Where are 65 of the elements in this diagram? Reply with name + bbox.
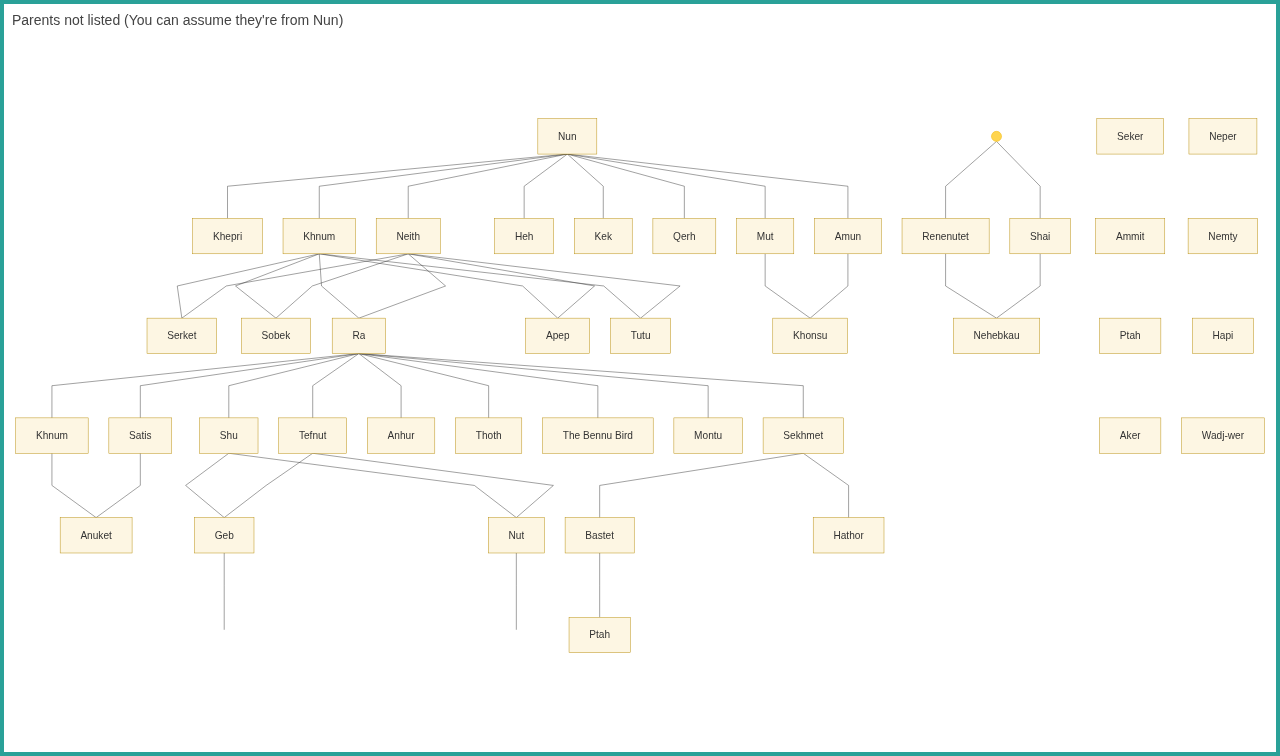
node-box: Khnum bbox=[15, 417, 89, 454]
node-box: Khonsu bbox=[772, 318, 848, 355]
node-box: Anhur bbox=[367, 417, 436, 454]
node-box: Shai bbox=[1009, 218, 1071, 255]
node-box: Hapi bbox=[1192, 318, 1254, 355]
connector bbox=[567, 154, 685, 219]
node-box: Ptah bbox=[1099, 318, 1162, 355]
connector bbox=[227, 154, 568, 219]
connector bbox=[358, 253, 446, 319]
node-box: Qerh bbox=[652, 218, 717, 255]
connector bbox=[567, 154, 766, 219]
connector bbox=[224, 453, 313, 519]
node-box: Seker bbox=[1096, 118, 1164, 155]
connector bbox=[319, 253, 360, 319]
connector bbox=[358, 353, 599, 419]
node-box: Sekhmet bbox=[762, 417, 844, 454]
node-box: Geb bbox=[194, 517, 255, 554]
connector bbox=[358, 353, 804, 419]
node-box: Nun bbox=[537, 118, 598, 155]
node-box: Ammit bbox=[1095, 218, 1165, 255]
node-box: Apep bbox=[525, 318, 590, 355]
connector bbox=[358, 353, 709, 419]
node-box: Sobek bbox=[241, 318, 311, 355]
node-box: Kek bbox=[574, 218, 633, 255]
connector bbox=[228, 353, 360, 419]
node-box: Satis bbox=[108, 417, 172, 454]
node-box: Montu bbox=[673, 417, 743, 454]
connector bbox=[140, 353, 360, 419]
node-box: Nemty bbox=[1187, 218, 1258, 255]
connector bbox=[523, 154, 568, 219]
node-box: Amun bbox=[814, 218, 882, 255]
connector bbox=[567, 154, 849, 219]
node-box: Neper bbox=[1188, 118, 1258, 155]
node-box: Ra bbox=[331, 318, 386, 355]
node-box: Serket bbox=[146, 318, 217, 355]
connector bbox=[51, 353, 360, 419]
node-box: Bastet bbox=[564, 517, 635, 554]
node-box: Tutu bbox=[610, 318, 671, 355]
node-box: Neith bbox=[375, 218, 441, 255]
node-box: Wadj-wer bbox=[1181, 417, 1265, 454]
node-box: Khepri bbox=[192, 218, 263, 255]
connector bbox=[408, 154, 568, 219]
connector bbox=[319, 253, 558, 319]
connector bbox=[319, 154, 568, 219]
connector bbox=[358, 353, 402, 419]
node-box: Thoth bbox=[455, 417, 523, 454]
node-circle bbox=[991, 131, 1002, 142]
connector bbox=[319, 253, 641, 319]
node-box: Nehebkau bbox=[953, 318, 1040, 355]
connector bbox=[312, 353, 360, 419]
note-text: Parents not listed (You can assume they're from Nun) bbox=[12, 12, 345, 28]
node-box: Heh bbox=[494, 218, 554, 255]
node-box: Renenutet bbox=[901, 218, 990, 255]
node-box: Anuket bbox=[59, 517, 133, 554]
connector bbox=[358, 353, 489, 419]
node-box: Mut bbox=[736, 218, 795, 255]
node-box: Hathor bbox=[812, 517, 885, 554]
node-box: Tefnut bbox=[278, 417, 347, 454]
node-box: The Bennu Bird bbox=[542, 417, 654, 454]
connector bbox=[567, 154, 604, 219]
node-box: Aker bbox=[1099, 417, 1162, 454]
node-box: Shu bbox=[199, 417, 259, 454]
node-box: Khnum bbox=[282, 218, 356, 255]
node-box: Nut bbox=[488, 517, 545, 554]
node-box: Ptah bbox=[568, 617, 631, 654]
